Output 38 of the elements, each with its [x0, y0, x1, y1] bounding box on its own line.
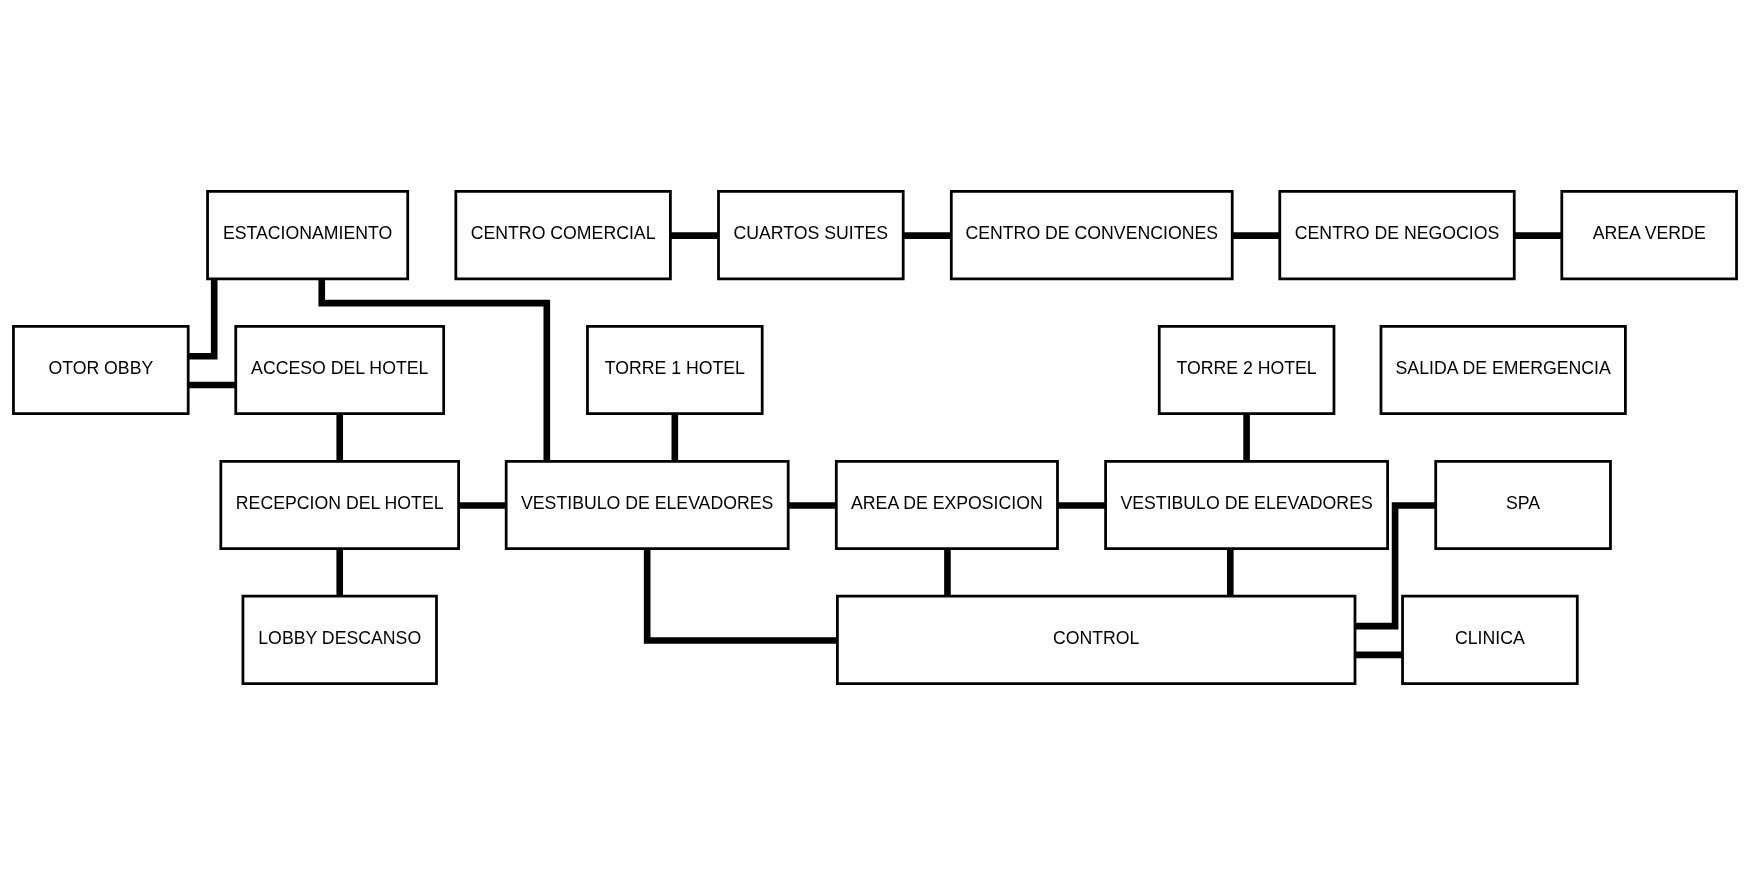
connector [671, 413, 679, 461]
connector [1232, 232, 1280, 239]
node-box: LOBBY DESCANSO [241, 594, 438, 685]
node-box: AREA DE EXPOSICION [834, 459, 1059, 551]
node-box: CUARTOS SUITES [717, 190, 905, 281]
node-box: CLINICA [1401, 594, 1579, 685]
connector [670, 232, 719, 239]
connector [1355, 502, 1436, 630]
connector [1355, 651, 1403, 659]
connector [318, 278, 551, 462]
node-box: CENTRO DE CONVENCIONES [949, 190, 1234, 281]
connector [336, 548, 344, 596]
node-box: ESTACIONAMIENTO [206, 190, 410, 281]
connector [1057, 502, 1106, 509]
node-box: VESTIBULO DE ELEVADORES [504, 459, 790, 551]
connector [903, 232, 951, 239]
node-box: TORRE 2 HOTEL [1157, 324, 1336, 416]
node-box: AREA VERDE [1560, 190, 1738, 281]
node-box: SPA [1434, 459, 1612, 551]
node-box: CENTRO COMERCIAL [454, 190, 672, 281]
node-box: OTOR OBBY [12, 324, 190, 416]
node-box: CENTRO DE NEGOCIOS [1278, 190, 1516, 281]
connector [944, 548, 951, 596]
connector [1243, 413, 1250, 461]
node-box: TORRE 1 HOTEL [586, 324, 764, 416]
connector [788, 502, 837, 509]
connector [459, 502, 506, 509]
node-box: CONTROL [836, 594, 1357, 685]
node-box: ACCESO DEL HOTEL [234, 324, 446, 416]
connector [336, 413, 344, 461]
connector [1514, 232, 1562, 239]
node-box: RECEPCION DEL HOTEL [219, 459, 460, 551]
connector [188, 278, 218, 360]
node-box: SALIDA DE EMERGENCIA [1379, 324, 1627, 416]
connector [188, 381, 236, 389]
node-box: VESTIBULO DE ELEVADORES [1104, 459, 1389, 551]
connector [1226, 548, 1234, 596]
connector [643, 548, 838, 644]
